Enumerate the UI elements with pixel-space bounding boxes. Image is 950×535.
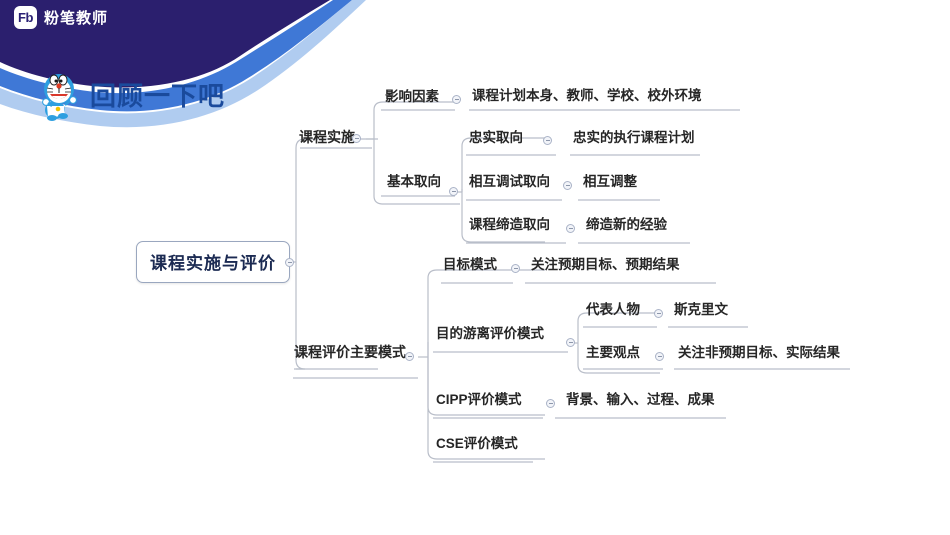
collapse-toggle-icon[interactable]	[405, 352, 414, 361]
collapse-toggle-icon[interactable]	[543, 136, 552, 145]
node-enactment-orientation-detail[interactable]: 缔造新的经验	[586, 217, 667, 232]
node-representative-figure-name[interactable]: 斯克里文	[674, 302, 728, 317]
node-mutual-adaptation-orientation[interactable]: 相互调试取向	[469, 174, 550, 189]
node-basic-orientation[interactable]: 基本取向	[387, 174, 441, 189]
node-enactment-orientation[interactable]: 课程缔造取向	[469, 217, 550, 232]
node-objective-model-detail[interactable]: 关注预期目标、预期结果	[531, 257, 680, 272]
collapse-toggle-icon[interactable]	[566, 224, 575, 233]
collapse-toggle-icon[interactable]	[563, 181, 572, 190]
mindmap-root-node[interactable]: 课程实施与评价	[136, 241, 290, 283]
node-evaluation-main-modes[interactable]: 课程评价主要模式	[294, 344, 406, 360]
collapse-toggle-icon[interactable]	[546, 399, 555, 408]
node-course-implementation[interactable]: 课程实施	[299, 129, 355, 145]
collapse-toggle-icon[interactable]	[566, 338, 575, 347]
page-heading: 回顾一下吧	[38, 66, 225, 122]
node-representative-figure[interactable]: 代表人物	[586, 302, 640, 317]
node-influencing-factors[interactable]: 影响因素	[385, 89, 439, 104]
collapse-toggle-icon[interactable]	[449, 187, 458, 196]
collapse-toggle-icon[interactable]	[655, 352, 664, 361]
doraemon-icon	[42, 74, 77, 121]
node-main-viewpoint-detail[interactable]: 关注非预期目标、实际结果	[678, 345, 840, 360]
collapse-toggle-icon[interactable]	[352, 134, 361, 143]
node-objective-model[interactable]: 目标模式	[443, 257, 497, 272]
collapse-toggle-icon[interactable]	[654, 309, 663, 318]
node-cipp-evaluation-model[interactable]: CIPP评价模式	[436, 392, 522, 407]
node-fidelity-orientation-detail[interactable]: 忠实的执行课程计划	[573, 130, 695, 145]
collapse-toggle-icon[interactable]	[285, 258, 294, 267]
node-fidelity-orientation[interactable]: 忠实取向	[469, 130, 523, 145]
collapse-toggle-icon[interactable]	[452, 95, 461, 104]
node-cse-evaluation-model[interactable]: CSE评价模式	[436, 436, 518, 451]
node-influencing-factors-detail[interactable]: 课程计划本身、教师、学校、校外环境	[472, 88, 702, 103]
node-cipp-evaluation-detail[interactable]: 背景、输入、过程、成果	[566, 392, 715, 407]
node-mutual-adaptation-detail[interactable]: 相互调整	[583, 174, 637, 189]
page-title: 回顾一下吧	[90, 80, 226, 111]
node-main-viewpoint[interactable]: 主要观点	[586, 345, 640, 360]
node-goal-free-evaluation-model[interactable]: 目的游离评价模式	[436, 326, 544, 341]
collapse-toggle-icon[interactable]	[511, 264, 520, 273]
